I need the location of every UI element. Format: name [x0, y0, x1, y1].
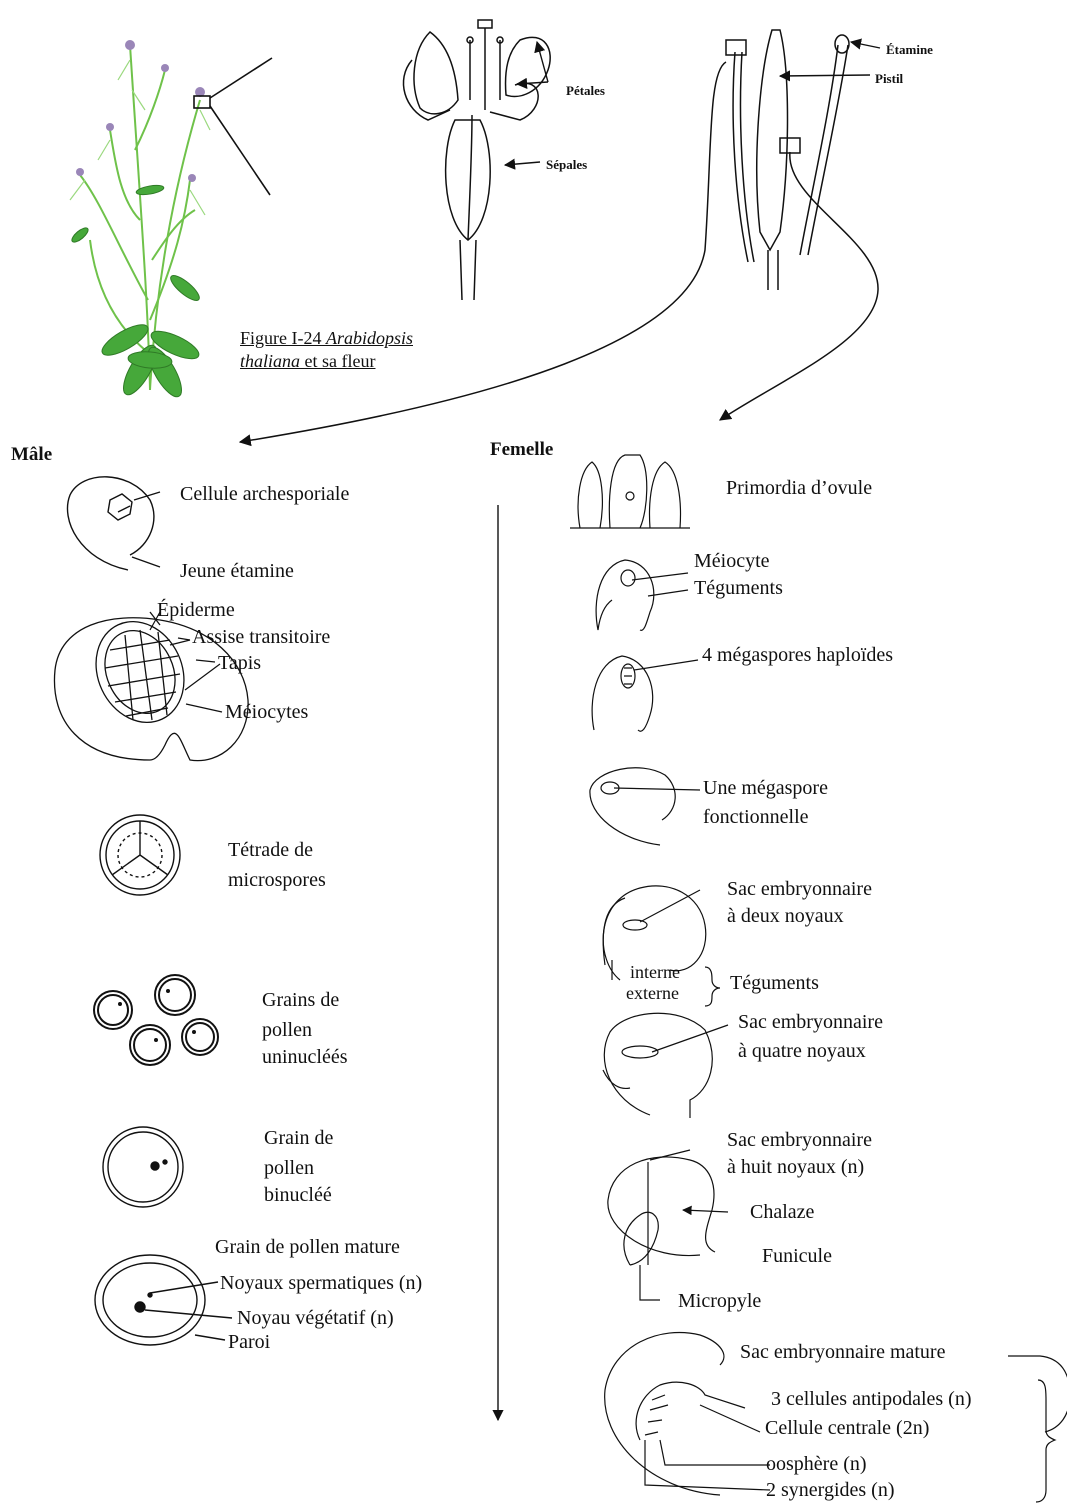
label-grains-3: uninucléés [262, 1047, 348, 1067]
label-sac4-2: à quatre noyaux [738, 1041, 866, 1061]
label-sac2-2: à deux noyaux [727, 906, 844, 926]
label-oosphere: oosphère (n) [766, 1454, 867, 1474]
caption-species-2: thaliana [240, 351, 300, 371]
label-paroi: Paroi [228, 1332, 270, 1352]
binucleate-grain-drawing [103, 1127, 183, 1207]
label-etamine: Étamine [886, 43, 933, 56]
caption-species-1: Arabidopsis [326, 328, 413, 348]
label-synergides: 2 synergides (n) [766, 1480, 895, 1500]
functional-megaspore-drawing [590, 768, 700, 845]
plant-zoom-lines [194, 58, 272, 195]
teguments-bracket [705, 967, 720, 1006]
label-sepales: Sépales [546, 158, 587, 171]
jeune-etamine-drawing [67, 477, 160, 570]
label-grain-bi-1: Grain de [264, 1128, 333, 1148]
sac-four-nuclei-drawing [603, 1013, 728, 1118]
label-epiderme: Épiderme [157, 600, 235, 620]
label-noyaux-spermatiques: Noyaux spermatiques (n) [220, 1273, 422, 1293]
curved-arrows [240, 62, 878, 442]
uninucleate-grains-drawing [94, 975, 218, 1065]
label-funicule: Funicule [762, 1246, 832, 1266]
label-sac4-1: Sac embryonnaire [738, 1012, 883, 1032]
figure-caption: Figure I-24 Arabidopsis thaliana et sa f… [240, 327, 490, 372]
label-cellule-archesporiale: Cellule archesporiale [180, 484, 349, 504]
label-grain-bi-2: pollen [264, 1158, 314, 1178]
primordia-drawing [570, 455, 690, 528]
label-externe: externe [626, 984, 679, 1002]
plant-flower-buds [76, 40, 205, 182]
heading-male: Mâle [11, 445, 52, 464]
label-sac8-2: à huit noyaux (n) [727, 1157, 864, 1177]
label-jeune-etamine: Jeune étamine [180, 561, 294, 581]
pistil-pointers [780, 42, 880, 76]
pistil-drawing [726, 30, 849, 290]
label-megaspores: 4 mégaspores haploïdes [702, 645, 893, 665]
label-meiocyte: Méiocyte [694, 551, 770, 571]
label-grains-1: Grains de [262, 990, 339, 1010]
caption-rest: et sa fleur [305, 351, 376, 371]
label-sac8-1: Sac embryonnaire [727, 1130, 872, 1150]
label-sac-mature: Sac embryonnaire mature [740, 1342, 945, 1362]
label-primordia: Primordia d’ovule [726, 478, 872, 498]
mature-sac-bracket [1008, 1356, 1067, 1502]
label-centrale: Cellule centrale (2n) [765, 1418, 929, 1438]
meiocyte-stage-drawing [596, 560, 688, 630]
mature-pollen-drawing [95, 1255, 232, 1345]
label-noyau-vegetatif: Noyau végétatif (n) [237, 1308, 394, 1328]
flower-pointers [505, 42, 548, 165]
label-teguments-2: Téguments [730, 973, 819, 993]
caption-label: Figure I-24 [240, 328, 321, 348]
label-tetrade-2: microspores [228, 870, 326, 890]
label-sac2-1: Sac embryonnaire [727, 879, 872, 899]
label-tetrade-1: Tétrade de [228, 840, 313, 860]
label-une-megaspore-1: Une mégaspore [703, 778, 828, 798]
label-petales: Pétales [566, 84, 605, 97]
tetrade-drawing [100, 815, 180, 895]
label-meiocytes: Méiocytes [225, 702, 308, 722]
label-teguments-1: Téguments [694, 578, 783, 598]
label-une-megaspore-2: fonctionnelle [703, 807, 809, 827]
label-assise-transitoire: Assise transitoire [192, 627, 330, 647]
flower-drawing [403, 20, 550, 300]
label-grains-2: pollen [262, 1020, 312, 1040]
heading-female: Femelle [490, 440, 553, 459]
label-interne: interne [630, 963, 680, 981]
sac-eight-nuclei-drawing [608, 1150, 728, 1300]
label-tapis: Tapis [218, 653, 261, 673]
label-mature-title: Grain de pollen mature [215, 1237, 400, 1257]
label-pistil: Pistil [875, 72, 903, 85]
label-chalaze: Chalaze [750, 1202, 814, 1222]
four-megaspores-drawing [592, 656, 698, 731]
label-micropyle: Micropyle [678, 1291, 761, 1311]
label-antipodales: 3 cellules antipodales (n) [771, 1389, 972, 1409]
label-grain-bi-3: binucléé [264, 1185, 332, 1205]
